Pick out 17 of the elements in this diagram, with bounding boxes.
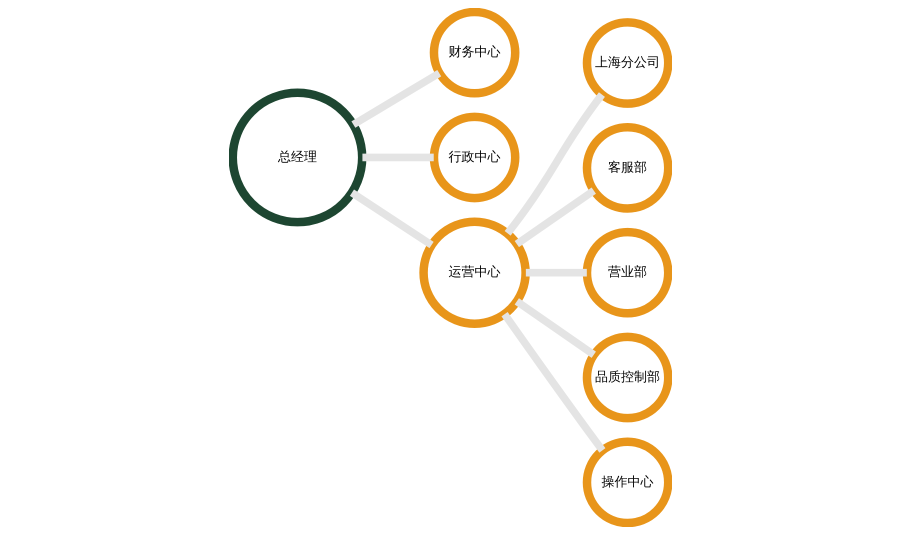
connector (504, 92, 604, 236)
connector (514, 298, 596, 358)
connector (500, 312, 605, 453)
node-circle: 上海分公司 (582, 18, 672, 108)
node-circle: 营业部 (582, 228, 672, 318)
node-circle: 财务中心 (429, 8, 519, 98)
node-circle: 总经理 (228, 88, 366, 226)
node-circle: 运营中心 (418, 217, 530, 328)
node-circle: 品质控制部 (582, 332, 672, 422)
connector (362, 154, 434, 162)
connector (514, 188, 596, 248)
connector (350, 70, 441, 128)
node-circle: 操作中心 (582, 438, 672, 527)
node-circle: 客服部 (582, 122, 672, 213)
connector (525, 268, 586, 276)
node-circle: 行政中心 (429, 112, 519, 202)
connector (349, 190, 434, 248)
